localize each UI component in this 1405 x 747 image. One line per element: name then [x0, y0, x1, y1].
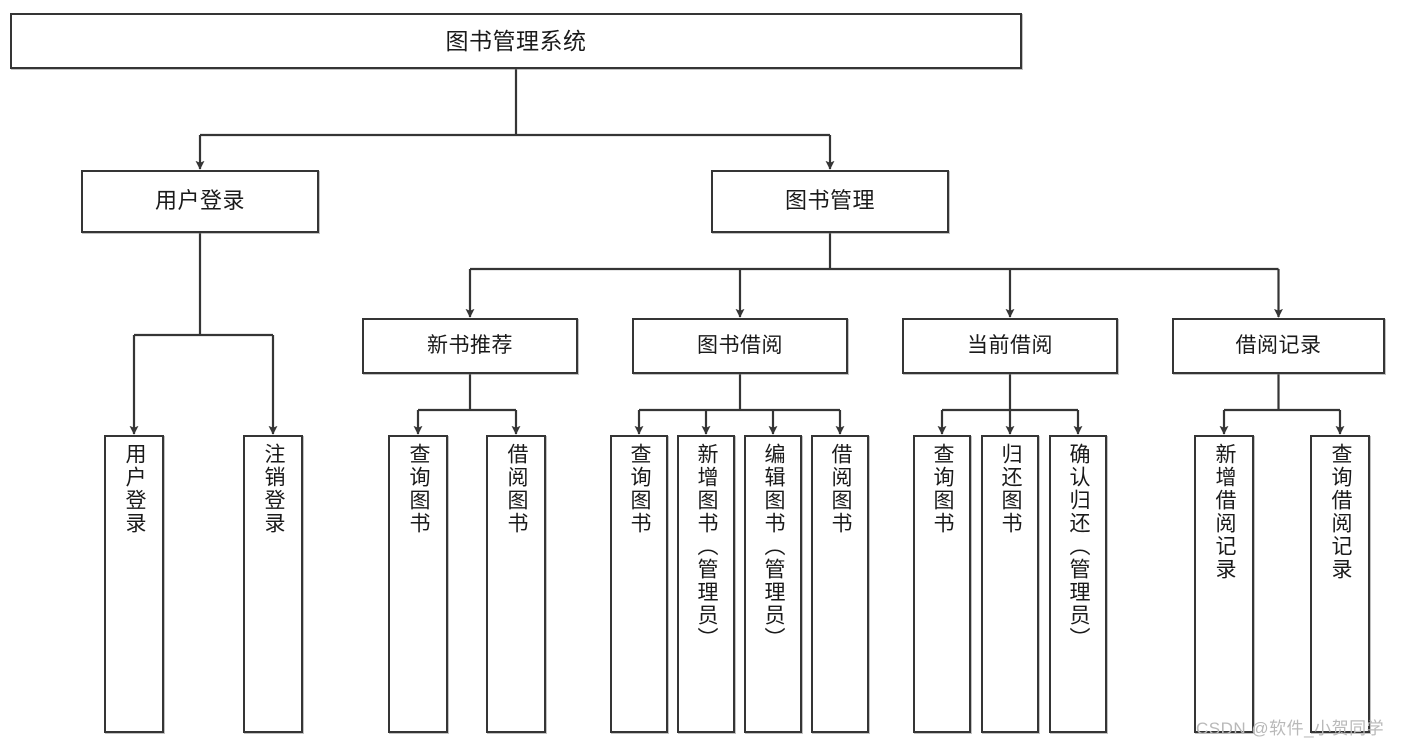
node-label: 用户登录: [154, 188, 245, 214]
node-label: 归还图书: [999, 443, 1023, 535]
node-label: 新增借阅记录: [1213, 443, 1237, 581]
node-label: 查询借阅记录: [1329, 443, 1353, 581]
node-l-user-logout[interactable]: 注销登录: [243, 435, 303, 733]
node-label: 编辑图书（管理员）: [762, 443, 786, 650]
watermark: CSDN @软件_小贺同学: [1196, 719, 1385, 738]
node-l-cb-return[interactable]: 归还图书: [981, 435, 1039, 733]
node-t2-new-book[interactable]: 新书推荐: [362, 318, 578, 374]
node-root[interactable]: 图书管理系统: [10, 13, 1022, 69]
node-label: 注销登录: [262, 443, 286, 535]
node-label: 借阅记录: [1235, 334, 1322, 358]
node-l-user-login[interactable]: 用户登录: [104, 435, 164, 733]
node-label: 借阅图书: [829, 443, 853, 535]
node-label: 查询图书: [931, 443, 955, 535]
node-label: 查询图书: [407, 443, 431, 535]
edge-group: [129, 69, 1345, 435]
node-label: 图书借阅: [697, 334, 783, 358]
node-t2-record[interactable]: 借阅记录: [1172, 318, 1385, 374]
node-l-bb-add[interactable]: 新增图书（管理员）: [677, 435, 735, 733]
node-t1-user-login[interactable]: 用户登录: [81, 170, 319, 233]
node-l-nb-borrow[interactable]: 借阅图书: [486, 435, 546, 733]
node-label: 用户登录: [123, 443, 147, 535]
node-l-rec-query[interactable]: 查询借阅记录: [1310, 435, 1370, 733]
node-l-bb-edit[interactable]: 编辑图书（管理员）: [744, 435, 802, 733]
node-label: 确认归还（管理员）: [1067, 443, 1091, 650]
node-label: 新书推荐: [427, 334, 513, 358]
node-t1-book-manage[interactable]: 图书管理: [711, 170, 949, 233]
node-l-rec-add[interactable]: 新增借阅记录: [1194, 435, 1254, 733]
node-l-cb-confirm[interactable]: 确认归还（管理员）: [1049, 435, 1107, 733]
node-t2-borrow[interactable]: 图书借阅: [632, 318, 848, 374]
node-t2-current[interactable]: 当前借阅: [902, 318, 1118, 374]
node-label: 查询图书: [628, 443, 652, 535]
node-label: 图书管理系统: [445, 27, 587, 54]
node-l-nb-query[interactable]: 查询图书: [388, 435, 448, 733]
node-label: 新增图书（管理员）: [695, 443, 719, 650]
node-label: 图书管理: [784, 188, 875, 214]
node-label: 借阅图书: [505, 443, 529, 535]
node-l-bb-query[interactable]: 查询图书: [610, 435, 668, 733]
node-l-cb-query[interactable]: 查询图书: [913, 435, 971, 733]
node-label: 当前借阅: [967, 334, 1053, 358]
node-l-bb-borrow[interactable]: 借阅图书: [811, 435, 869, 733]
